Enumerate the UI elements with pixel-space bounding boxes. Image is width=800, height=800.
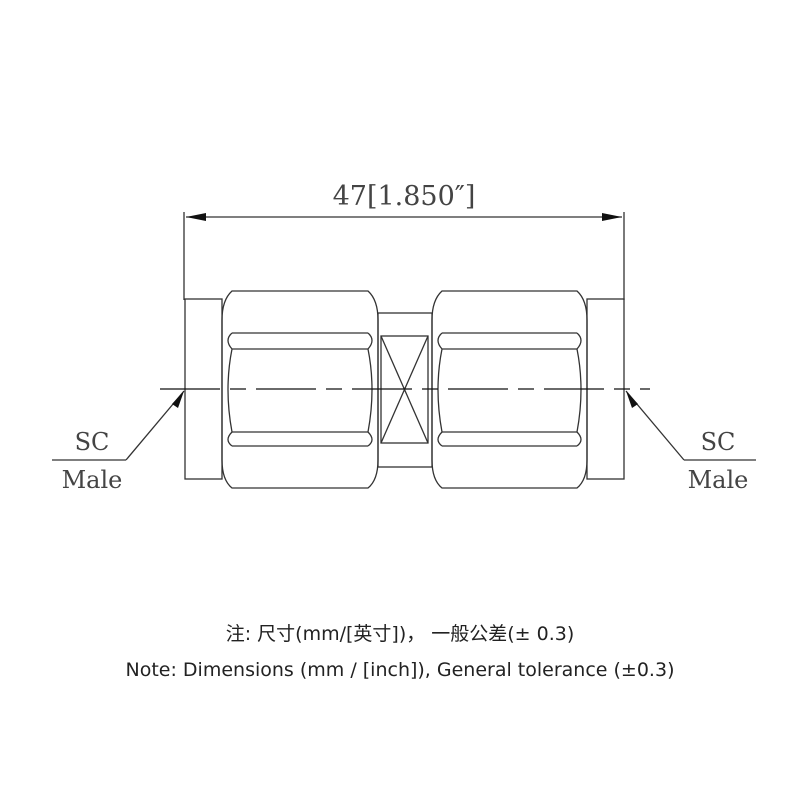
right-label-gender: Male	[688, 466, 749, 494]
left-hex-nut	[221, 290, 379, 489]
note-chinese: 注: 尺寸(mm/[英寸])， 一般公差(± 0.3)	[225, 623, 575, 645]
right-leader: SC Male	[625, 390, 756, 494]
right-hex-nut	[431, 290, 588, 489]
left-label-gender: Male	[62, 466, 123, 494]
dimension-label: 47[1.850″]	[333, 181, 476, 212]
overall-dimension: 47[1.850″]	[183, 181, 625, 300]
center-body	[377, 312, 433, 468]
left-label-type: SC	[75, 428, 110, 456]
note-english: Note: Dimensions (mm / [inch]), General …	[125, 659, 675, 681]
right-label-type: SC	[701, 428, 736, 456]
left-leader: SC Male	[52, 390, 185, 494]
